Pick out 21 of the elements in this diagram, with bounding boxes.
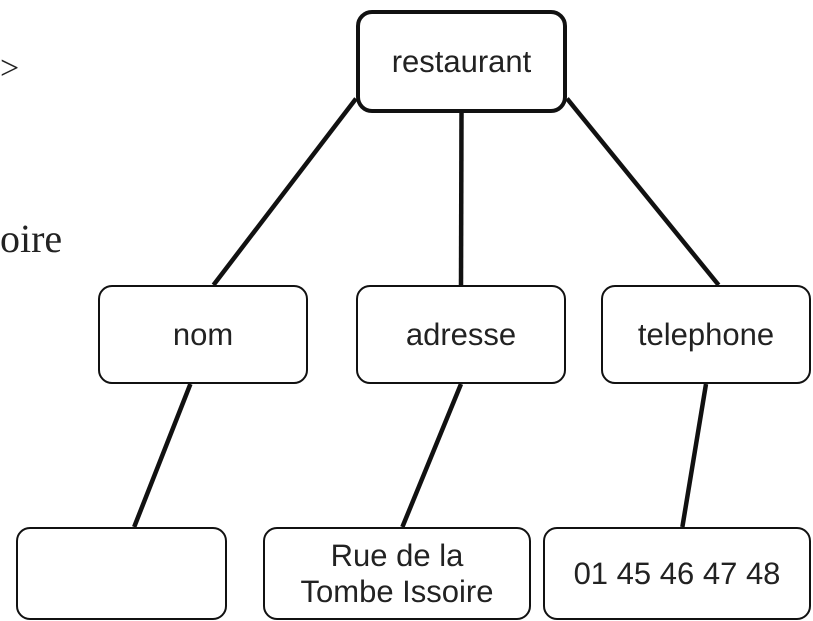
node-label: 01 45 46 47 48 xyxy=(574,556,780,592)
node-label: Rue de la Tombe Issoire xyxy=(300,538,494,610)
text-fragment: > xyxy=(0,50,20,88)
node-box xyxy=(543,527,811,620)
connector-line xyxy=(458,113,464,285)
connector-line xyxy=(680,384,708,528)
empty-box xyxy=(16,527,227,620)
node-box xyxy=(263,527,531,620)
node-box xyxy=(356,10,567,113)
node-box xyxy=(98,285,308,384)
node-label: adresse xyxy=(406,316,516,352)
connector-line xyxy=(132,383,192,528)
node-box xyxy=(601,285,811,384)
node-label: telephone xyxy=(638,316,774,352)
connector-line xyxy=(565,97,720,286)
connector-line xyxy=(400,383,464,528)
node-label: restaurant xyxy=(392,44,532,80)
text-fragment: oire xyxy=(0,215,62,262)
node-box xyxy=(356,285,566,384)
node-label: nom xyxy=(172,316,234,352)
connector-line xyxy=(212,97,358,286)
